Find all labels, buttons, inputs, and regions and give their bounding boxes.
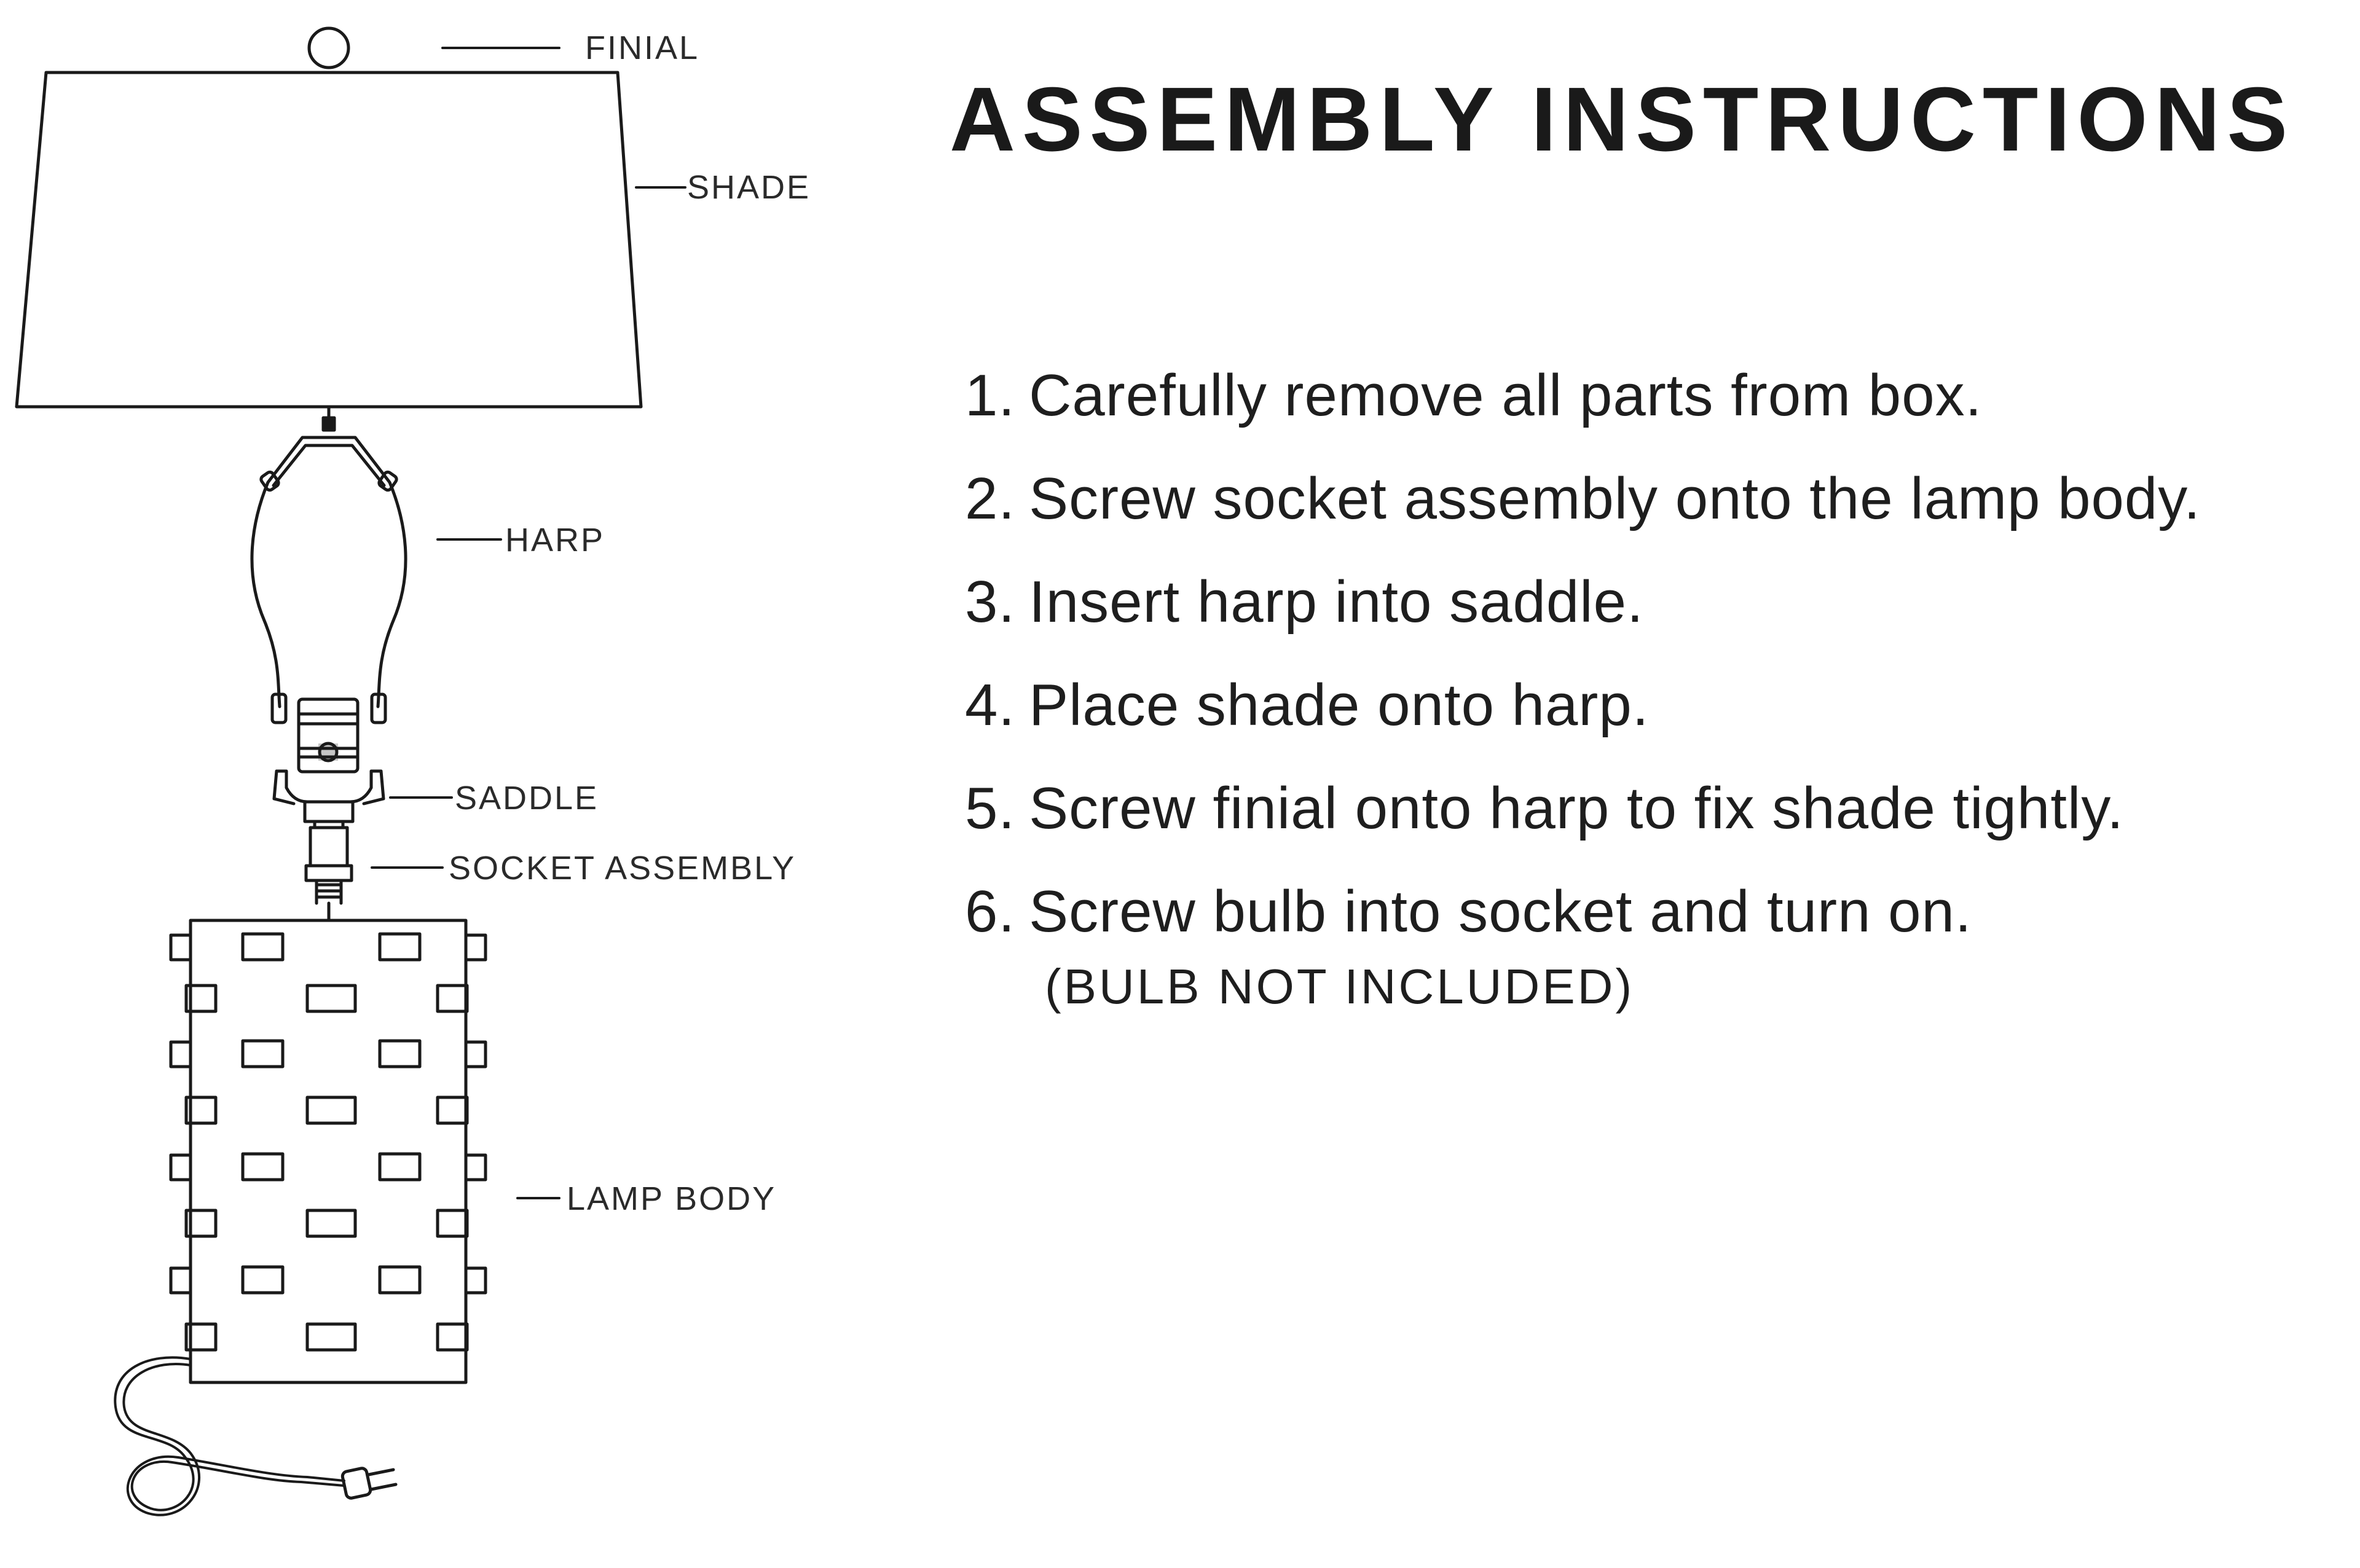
- plug: [340, 1467, 398, 1500]
- saddle-label: SADDLE: [455, 780, 599, 817]
- instruction-step: 3.Insert harp into saddle.: [965, 551, 2201, 654]
- step-text: Screw finial onto harp to fix shade tigh…: [1029, 775, 2124, 841]
- step-number: 4.: [965, 672, 1016, 738]
- power-cord: [114, 1356, 345, 1516]
- step-text: Screw bulb into socket and turn on.: [1029, 879, 1972, 944]
- instruction-step: 2.Screw socket assembly onto the lamp bo…: [965, 447, 2201, 551]
- step-number: 2.: [965, 466, 1016, 531]
- socket: [297, 697, 360, 774]
- instruction-step: 5.Screw finial onto harp to fix shade ti…: [965, 757, 2201, 860]
- lamp-diagram: FINIAL SHADE HARP SADDLE SOCKET ASSEMBLY…: [15, 26, 811, 1516]
- lamp-body: [169, 919, 487, 1384]
- finial: [307, 26, 350, 69]
- step-number: 3.: [965, 569, 1016, 635]
- page-title: ASSEMBLY INSTRUCTIONS: [950, 69, 2295, 170]
- instruction-step: 1.Carefully remove all parts from box.: [965, 344, 2201, 447]
- instruction-list: 1.Carefully remove all parts from box. 2…: [965, 344, 2201, 963]
- step-text: Insert harp into saddle.: [1029, 569, 1644, 635]
- harp: [250, 405, 407, 724]
- instruction-step: 6.Screw bulb into socket and turn on.: [965, 860, 2201, 963]
- shade: [15, 71, 643, 409]
- instruction-step: 4.Place shade onto harp.: [965, 654, 2201, 757]
- socket-assembly: [304, 826, 353, 922]
- harp-label: HARP: [505, 522, 605, 559]
- saddle: [272, 769, 385, 829]
- finial-label: FINIAL: [585, 29, 699, 66]
- socket-assembly-label: SOCKET ASSEMBLY: [449, 850, 796, 887]
- step-number: 6.: [965, 879, 1016, 944]
- step-number: 5.: [965, 775, 1016, 841]
- step-text: Carefully remove all parts from box.: [1029, 363, 1983, 428]
- lamp-body-label: LAMP BODY: [567, 1180, 776, 1217]
- bulb-note: (BULB NOT INCLUDED): [1045, 959, 1635, 1014]
- shade-label: SHADE: [687, 169, 811, 206]
- step-number: 1.: [965, 363, 1016, 428]
- step-text: Screw socket assembly onto the lamp body…: [1029, 466, 2201, 531]
- step-text: Place shade onto harp.: [1029, 672, 1650, 738]
